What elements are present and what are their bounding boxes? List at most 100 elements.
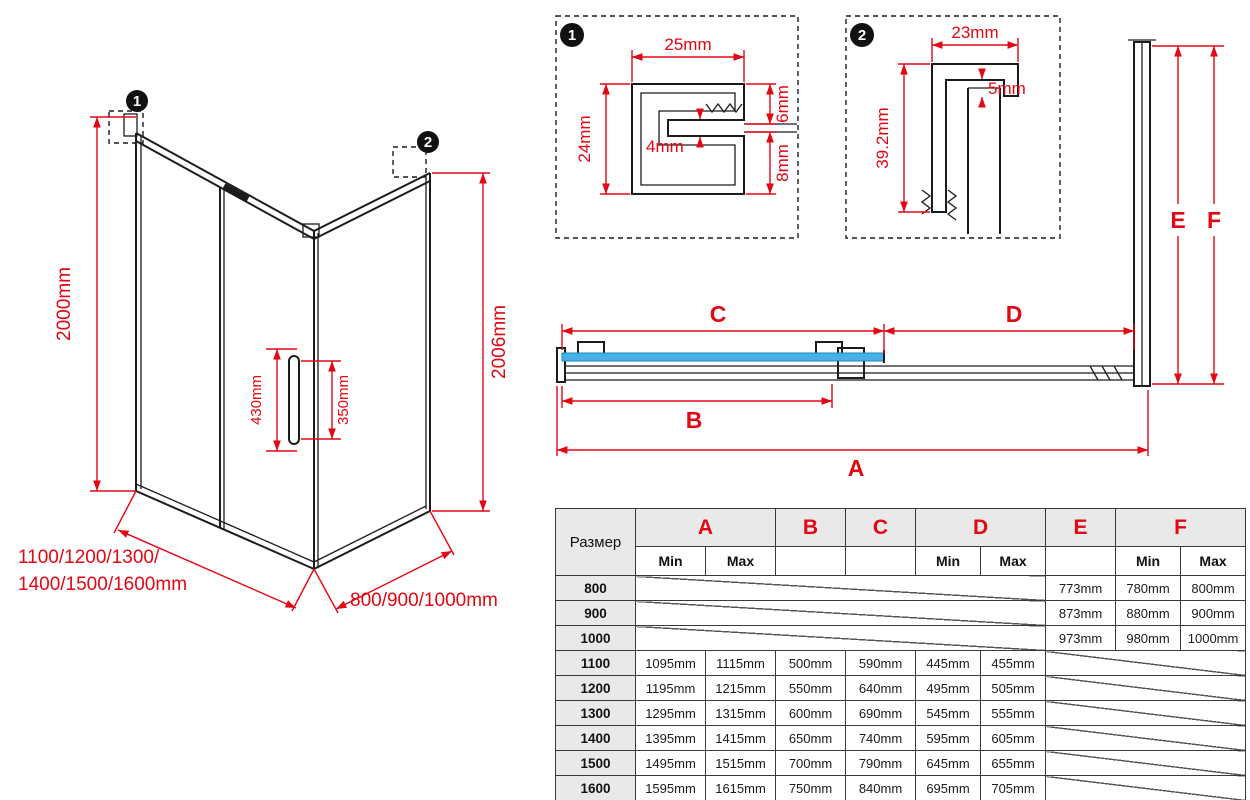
cell-c: 640mm [845,675,917,701]
detail-1-marker-label: 1 [568,27,576,44]
crossed-cells [1045,675,1247,701]
table-row: 800 773mm 780mm 800mm [555,575,1247,601]
cell-a-min: 1595mm [635,775,706,800]
door-stop-block [837,347,865,379]
gasket-3 [920,189,932,215]
table-header-b: B [775,508,847,547]
cell-c: 590mm [845,650,917,676]
crossed-cells [1045,650,1247,676]
gasket-2 [946,189,958,221]
callout-marker-1 [126,90,148,112]
dim-39-2mm: 39.2mm [873,107,892,168]
cell-c: 740mm [845,725,917,751]
cell-b: 550mm [775,675,847,701]
detail-2: 2 23mm 5mm 39.2mm [845,15,1061,239]
row-size: 1600 [555,775,636,800]
dim-width-line2: 1400/1500/1600mm [18,574,187,595]
subheader-a-min: Min [635,546,706,576]
subheader-d-max: Max [980,546,1047,576]
table-row: 1400 1395mm 1415mm 650mm 740mm 595mm 605… [555,725,1247,751]
shower-perspective-drawing: 1 2 [108,90,439,570]
cell-b: 750mm [775,775,847,800]
label-e: E [1170,207,1185,233]
cell-f-max: 1000mm [1180,625,1247,651]
dim-handle-430: 430mm [248,375,265,425]
subheader-f-min: Min [1115,546,1182,576]
detail-1-marker [560,23,584,47]
label-d: D [1006,301,1023,327]
crossed-cells [634,600,1047,626]
dim-5mm: 5mm [988,79,1026,98]
subheader-f-max: Max [1180,546,1247,576]
size-table: Размер A B C D E F Min Max Min Max Min M… [555,508,1247,800]
dim-8mm: 8mm [773,144,792,182]
cell-a-max: 1515mm [704,750,777,776]
crossed-cells [1045,750,1247,776]
dim-depth: 800/900/1000mm [350,590,498,611]
cell-d-min: 595mm [915,725,982,751]
table-row: 1600 1595mm 1615mm 750mm 840mm 695mm 705… [555,775,1247,800]
row-size: 1100 [555,650,636,676]
cell-d-min: 545mm [915,700,982,726]
table-row: 900 873mm 880mm 900mm [555,600,1247,626]
cell-a-max: 1415mm [704,725,777,751]
cell-d-max: 505mm [980,675,1047,701]
dim-25mm: 25mm [664,35,711,54]
cell-b: 500mm [775,650,847,676]
cell-d-max: 655mm [980,750,1047,776]
cell-a-min: 1395mm [635,725,706,751]
table-header-e: E [1045,508,1117,547]
door-roller [222,183,250,202]
row-size: 1300 [555,700,636,726]
table-header-f: F [1115,508,1247,547]
cell-a-max: 1215mm [704,675,777,701]
dim-handle-350: 350mm [335,375,352,425]
table-header-a: A [634,508,777,547]
table-row: 1100 1095mm 1115mm 500mm 590mm 445mm 455… [555,650,1247,676]
dim-height-left: 2000mm [54,267,75,341]
cell-e: 773mm [1045,575,1117,601]
cell-c: 790mm [845,750,917,776]
crossed-cells [1045,700,1247,726]
table-row: 1300 1295mm 1315mm 600mm 690mm 545mm 555… [555,700,1247,726]
cell-f-min: 780mm [1115,575,1182,601]
table-header-d: D [915,508,1047,547]
table-row: 1000 973mm 980mm 1000mm [555,625,1247,651]
subheader-e-blank [1045,546,1117,576]
cell-f-max: 900mm [1180,600,1247,626]
label-f: F [1207,207,1221,233]
door-handle [288,355,300,445]
label-b: B [686,407,703,433]
table-header-size: Размер [555,508,636,576]
dim-6mm: 6mm [773,85,792,123]
subheader-c-blank [845,546,917,576]
row-size: 1400 [555,725,636,751]
detail-2-marker-label: 2 [858,27,866,44]
label-c: C [710,301,727,327]
detail-2-marker [850,23,874,47]
label-a: A [848,455,865,481]
profile-2-outline [931,63,1019,213]
cell-d-min: 495mm [915,675,982,701]
row-size: 1500 [555,750,636,776]
section-top-view: C D B A E F [556,39,1224,481]
cell-d-max: 455mm [980,650,1047,676]
crossed-cells [634,625,1047,651]
table-row: 1200 1195mm 1215mm 550mm 640mm 495mm 505… [555,675,1247,701]
cell-f-min: 880mm [1115,600,1182,626]
subheader-b-blank [775,546,847,576]
callout-box-2 [392,146,427,178]
table-header-c: C [845,508,917,547]
crossed-cells [634,575,1047,601]
row-size: 800 [555,575,636,601]
callout-marker-1-label: 1 [133,93,141,110]
subheader-a-max: Max [704,546,777,576]
callout-box-1 [108,110,144,144]
cell-f-max: 800mm [1180,575,1247,601]
cell-b: 650mm [775,725,847,751]
dim-width-line1: 1100/1200/1300/ [18,547,160,568]
size-table-grid: Размер A B C D E F Min Max Min Max Min M… [555,508,1247,800]
corner-bracket [302,223,320,238]
